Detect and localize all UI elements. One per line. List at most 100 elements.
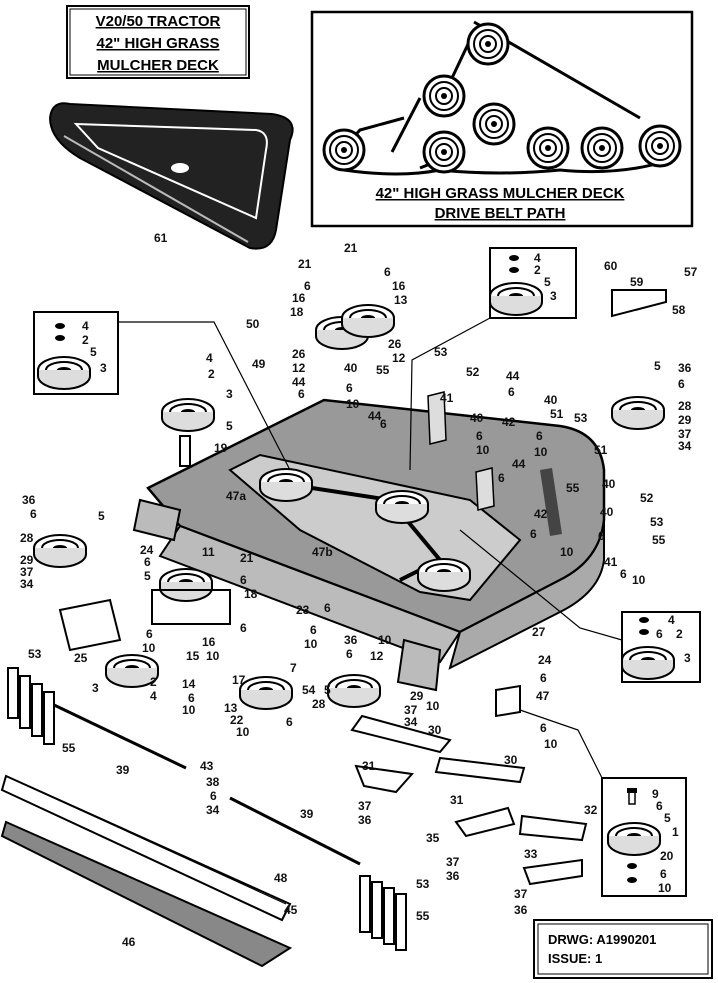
belt-pulley-8 <box>638 124 682 168</box>
callout-25: 25 <box>74 651 88 665</box>
callout-44: 44 <box>512 457 526 471</box>
baffle-bar <box>0 774 292 922</box>
callout-5: 5 <box>544 275 551 289</box>
callout-11: 11 <box>202 545 215 559</box>
callout-10: 10 <box>476 443 490 457</box>
callout-2: 2 <box>208 367 215 381</box>
callout-6: 6 <box>508 385 515 399</box>
callout-6: 6 <box>598 529 605 543</box>
callout-12: 12 <box>392 351 406 365</box>
callout-33: 33 <box>524 847 538 861</box>
hardware <box>7 289 667 951</box>
callout-14: 14 <box>182 677 196 691</box>
callout-10: 10 <box>560 545 574 559</box>
callout-20: 20 <box>660 849 674 863</box>
callout-30: 30 <box>504 753 518 767</box>
callout-4: 4 <box>534 251 541 265</box>
callout-36: 36 <box>22 493 36 507</box>
detail-box-top-left <box>33 311 119 395</box>
callout-5: 5 <box>324 683 331 697</box>
callout-6: 6 <box>144 555 151 569</box>
callout-5: 5 <box>98 509 105 523</box>
callout-31: 31 <box>362 759 376 773</box>
callout-10: 10 <box>346 397 360 411</box>
callout-10: 10 <box>534 445 548 459</box>
callout-3: 3 <box>550 289 557 303</box>
callout-6: 6 <box>30 507 37 521</box>
belt-pulley-4 <box>322 128 366 172</box>
callout-54: 54 <box>302 683 316 697</box>
callout-6: 6 <box>286 715 293 729</box>
callout-10: 10 <box>142 641 156 655</box>
callout-1: 1 <box>672 825 679 839</box>
callout-21: 21 <box>240 551 254 565</box>
callout-37: 37 <box>678 427 692 441</box>
deck-cover <box>48 102 294 250</box>
mower-deck <box>132 398 606 692</box>
callout-41: 41 <box>604 555 618 569</box>
callout-13: 13 <box>224 701 238 715</box>
drawing-number: DRWG: A1990201 <box>548 932 656 947</box>
callout-6: 6 <box>384 265 391 279</box>
callout-34: 34 <box>20 577 34 591</box>
callout-16: 16 <box>292 291 306 305</box>
callout-50: 50 <box>246 317 260 331</box>
detail-box-mid-right <box>621 611 701 683</box>
callout-4: 4 <box>150 689 157 703</box>
callout-12: 12 <box>370 649 384 663</box>
callout-44: 44 <box>506 369 520 383</box>
callout-57: 57 <box>684 265 698 279</box>
belt-pulley-2 <box>422 74 466 118</box>
callout-61: 61 <box>154 231 168 245</box>
title-box: V20/50 TRACTOR 42" HIGH GRASS MULCHER DE… <box>66 5 250 79</box>
callout-40: 40 <box>470 411 484 425</box>
callout-39: 39 <box>300 807 314 821</box>
callout-5: 5 <box>144 569 151 583</box>
callout-40: 40 <box>600 505 614 519</box>
callout-6: 6 <box>380 417 387 431</box>
callout-44: 44 <box>368 409 382 423</box>
belt-pulley-6 <box>526 126 570 170</box>
callout-16: 16 <box>392 279 406 293</box>
callout-49: 49 <box>252 357 266 371</box>
callout-5: 5 <box>90 345 97 359</box>
issue-number: ISSUE: 1 <box>548 951 602 966</box>
callout-58: 58 <box>672 303 686 317</box>
callout-10: 10 <box>378 633 392 647</box>
callout-48: 48 <box>274 871 288 885</box>
callout-2: 2 <box>150 675 157 689</box>
title-line1: V20/50 TRACTOR <box>96 13 221 30</box>
belt-pulley-5 <box>422 130 466 174</box>
callout-37: 37 <box>404 703 418 717</box>
callout-53: 53 <box>434 345 448 359</box>
callout-37: 37 <box>514 887 528 901</box>
callout-6: 6 <box>346 647 353 661</box>
callout-6: 6 <box>656 627 663 641</box>
callout-36: 36 <box>514 903 528 917</box>
callout-37: 37 <box>446 855 460 869</box>
baffle-plate <box>0 820 293 968</box>
callout-42: 42 <box>534 507 548 521</box>
callout-23: 23 <box>296 603 310 617</box>
callout-36: 36 <box>446 869 460 883</box>
drawing-reference-box: DRWG: A1990201 ISSUE: 1 <box>533 919 713 979</box>
callout-10: 10 <box>236 725 250 739</box>
callout-47a: 47a <box>226 489 246 503</box>
callout-6: 6 <box>540 671 547 685</box>
callout-5: 5 <box>226 419 233 433</box>
callout-40: 40 <box>602 477 616 491</box>
callout-19: 19 <box>214 441 228 455</box>
callout-42: 42 <box>502 415 516 429</box>
callout-6: 6 <box>188 691 195 705</box>
callout-2: 2 <box>82 333 89 347</box>
callout-26: 26 <box>292 347 306 361</box>
callout-45: 45 <box>284 903 298 917</box>
callout-5: 5 <box>664 811 671 825</box>
callout-34: 34 <box>404 715 418 729</box>
callout-34: 34 <box>678 439 692 453</box>
callout-6: 6 <box>540 721 547 735</box>
belt-path-line2: DRIVE BELT PATH <box>435 205 566 222</box>
callout-6: 6 <box>298 387 305 401</box>
callout-10: 10 <box>206 649 220 663</box>
